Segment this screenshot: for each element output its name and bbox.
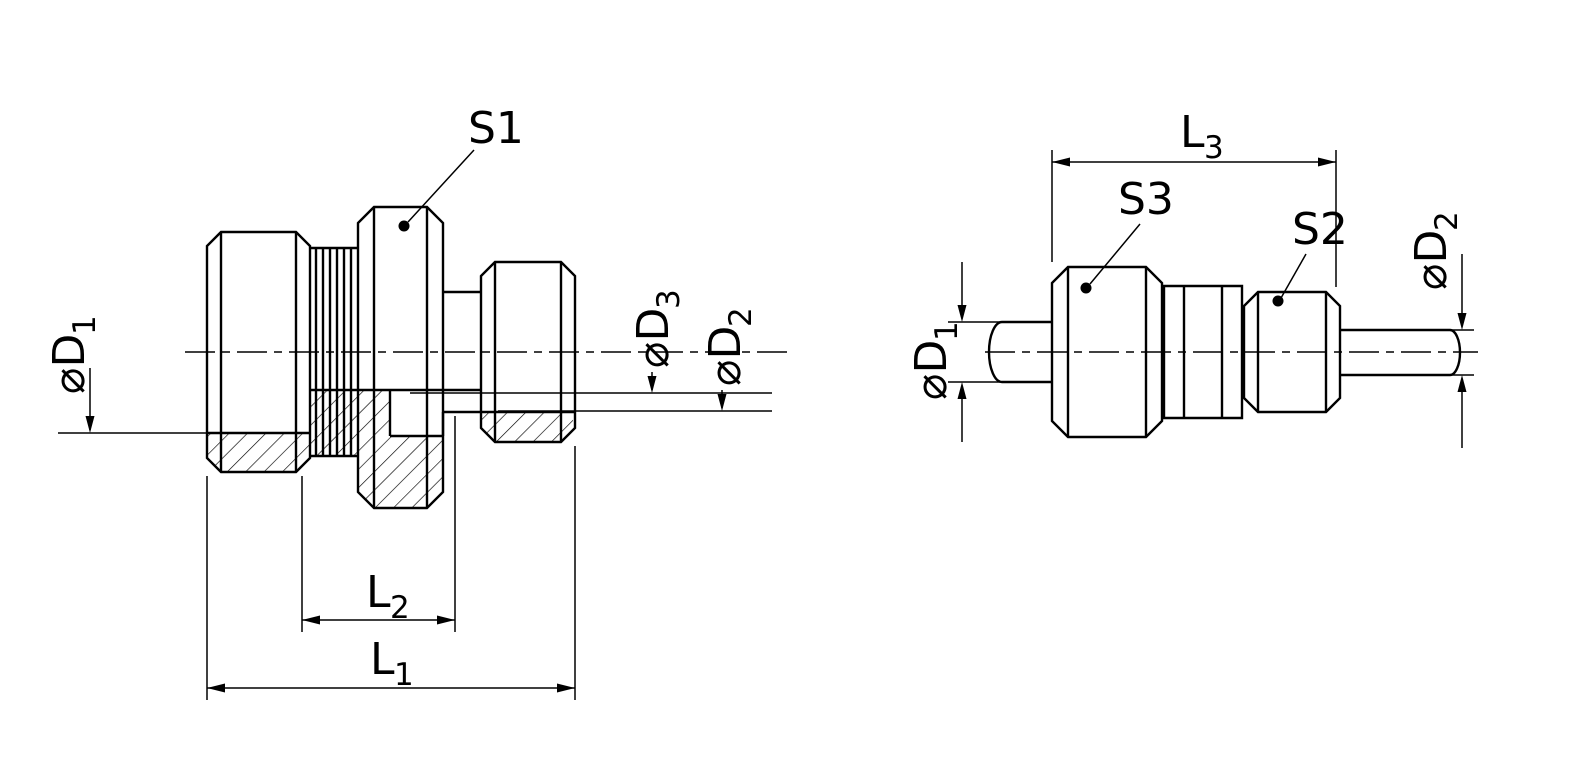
d1-right-arrow-up (957, 382, 967, 399)
dim-l2: L 2 (301, 416, 456, 632)
label-d1-right-main: ⌀D (906, 340, 957, 400)
dim-d2-left: ⌀D 2 (498, 307, 772, 412)
label-l2: L 2 (366, 567, 410, 626)
s1-dot (398, 220, 410, 232)
dim-d3: ⌀D 3 (410, 289, 772, 394)
label-d1-left: ⌀D 1 (44, 315, 103, 394)
right-view-assembly: L 3 S3 S2 ⌀D 1 (906, 107, 1478, 448)
label-d2-right-sub: 2 (1429, 211, 1465, 231)
l3-arrow-right (1318, 157, 1336, 167)
s2-leader-line (1280, 253, 1307, 299)
callout-s3: S3 (1080, 174, 1174, 294)
hatch-right-nut (481, 412, 573, 442)
d2-right-arrow-down (1457, 313, 1467, 330)
label-l3-sub: 3 (1204, 130, 1224, 166)
label-l1-sub: 1 (394, 657, 414, 693)
label-l2-main: L (366, 567, 391, 618)
s3-dot (1080, 282, 1092, 294)
d2-left-arrow-down (717, 394, 727, 411)
label-s3: S3 (1118, 174, 1174, 225)
dim-d1-left: ⌀D 1 (44, 315, 207, 434)
callout-s2: S2 (1272, 204, 1348, 307)
l3-arrow-left (1052, 157, 1070, 167)
dim-d2-right: ⌀D 2 (1406, 211, 1474, 448)
label-d2-left: ⌀D 2 (700, 307, 759, 386)
bore-step-cutout (390, 390, 443, 436)
label-d3-main: ⌀D (628, 308, 679, 368)
d2-right-arrow-up (1457, 375, 1467, 392)
right-view-mid-hex (1162, 284, 1244, 420)
label-d3: ⌀D 3 (628, 289, 687, 368)
right-tube-end (1449, 328, 1462, 377)
l2-arrow-right (437, 615, 455, 625)
label-l1-main: L (370, 634, 395, 685)
label-s1: S1 (468, 103, 524, 154)
left-fitting-body (205, 205, 577, 510)
label-d2-right: ⌀D 2 (1406, 211, 1465, 290)
right-fitting-body (987, 265, 1462, 439)
dim-d1-right: ⌀D 1 (906, 262, 1002, 442)
label-d2-left-sub: 2 (723, 307, 759, 327)
label-l2-sub: 2 (390, 590, 410, 626)
label-d3-sub: 3 (651, 289, 687, 309)
dim-l3: L 3 (1051, 107, 1337, 287)
l1-arrow-right (557, 683, 575, 693)
label-l1: L 1 (370, 634, 414, 693)
dim-l1: L 1 (206, 446, 576, 700)
left-view-section: S1 ⌀D 1 ⌀D 3 ⌀ (44, 103, 790, 700)
s3-leader-line (1089, 223, 1141, 285)
label-d1-right: ⌀D 1 (906, 321, 965, 400)
d1-right-arrow-down (957, 305, 967, 322)
callout-s1: S1 (398, 103, 524, 232)
label-d1-left-main: ⌀D (44, 334, 95, 394)
l1-arrow-left (207, 683, 225, 693)
d1-left-arrow-down (85, 416, 95, 433)
label-l3: L 3 (1180, 107, 1224, 166)
s1-leader-line (407, 149, 475, 223)
label-s2: S2 (1292, 204, 1348, 255)
label-d1-left-sub: 1 (67, 315, 103, 335)
s2-dot (1272, 295, 1284, 307)
label-d2-left-main: ⌀D (700, 326, 751, 386)
d3-arrow-down (647, 376, 657, 393)
left-tube-end (987, 320, 1003, 384)
hatch-left-nut (207, 433, 310, 472)
label-l3-main: L (1180, 107, 1205, 158)
l2-arrow-left (302, 615, 320, 625)
label-d2-right-main: ⌀D (1406, 230, 1457, 290)
label-d1-right-sub: 1 (929, 321, 965, 341)
